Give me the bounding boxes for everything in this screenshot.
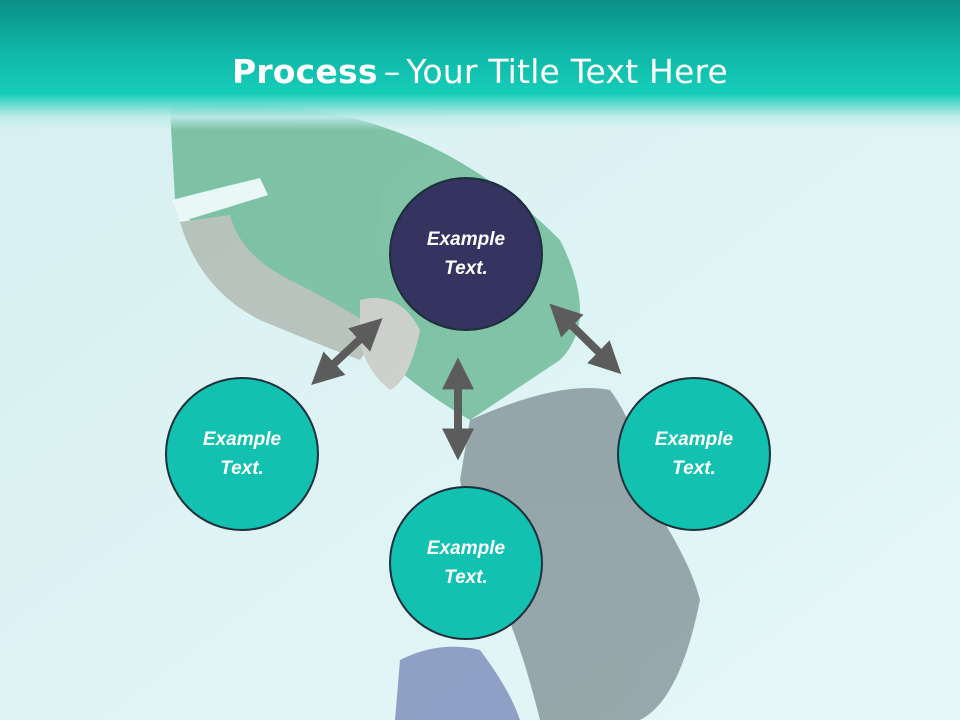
- node-right-text: Example Text.: [654, 429, 734, 479]
- title-bold-part: Process: [231, 52, 378, 91]
- slide-title: Process–Your Title Text Here: [0, 52, 960, 91]
- title-banner: [0, 0, 960, 130]
- node-left: Example Text.: [165, 377, 319, 531]
- node-top-text: Example Text.: [426, 229, 506, 279]
- title-separator: –: [383, 52, 401, 91]
- node-bottom-text: Example Text.: [426, 538, 506, 588]
- node-right: Example Text.: [617, 377, 771, 531]
- node-top: Example Text.: [389, 177, 543, 331]
- double-arrow-left-diagonal: [311, 318, 383, 386]
- node-left-text: Example Text.: [202, 429, 282, 479]
- node-bottom: Example Text.: [389, 486, 543, 640]
- title-rest: Your Title Text Here: [406, 52, 729, 91]
- double-arrow-right-diagonal: [549, 303, 622, 375]
